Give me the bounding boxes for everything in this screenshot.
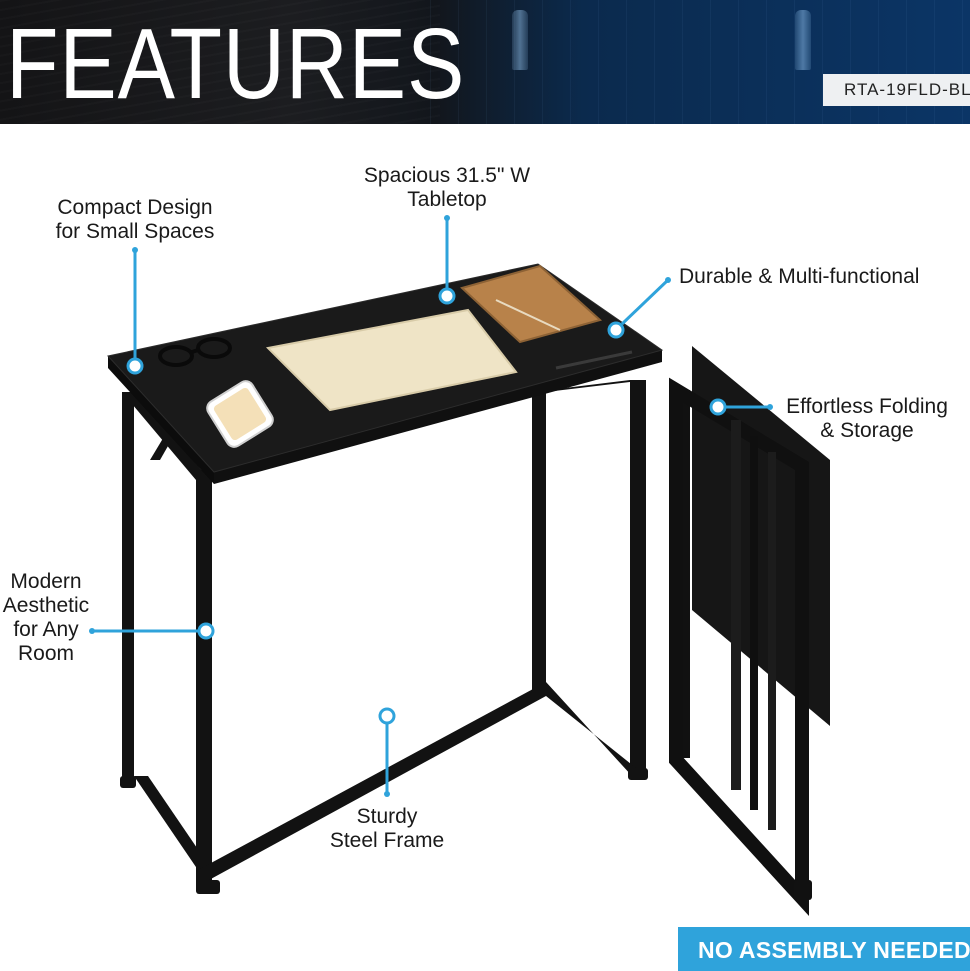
pen — [555, 350, 633, 370]
sku-badge: RTA-19FLD-BL — [823, 74, 970, 106]
marker-durable — [607, 321, 625, 339]
callout-durable: Durable & Multi-functional — [679, 265, 920, 288]
page-title: FEATURES — [6, 8, 466, 120]
callout-markers — [126, 287, 727, 725]
callout-dots — [89, 215, 773, 797]
desk-frame — [120, 380, 648, 894]
marker-frame — [378, 707, 396, 725]
wood-texture — [0, 0, 440, 124]
laptop — [265, 308, 518, 412]
callout-sturdy-frame: Sturdy Steel Frame — [329, 805, 445, 852]
callout-compact-design: Compact Design for Small Spaces — [55, 196, 215, 243]
bottle-decoration — [512, 10, 528, 70]
notebook — [460, 264, 603, 344]
callout-spacious-tabletop: Spacious 31.5" W Tabletop — [363, 164, 531, 211]
callout-lines — [92, 218, 770, 794]
callout-modern-aesthetic: Modern Aesthetic for Any Room — [2, 570, 90, 665]
callout-effortless-folding: Effortless Folding & Storage — [786, 395, 948, 442]
glasses — [158, 337, 232, 367]
bottle-decoration — [795, 10, 811, 70]
header-banner: FEATURES RTA-19FLD-BL — [0, 0, 970, 124]
marker-folding — [709, 398, 727, 416]
marker-compact — [126, 357, 144, 375]
folded-desk — [669, 346, 830, 917]
marker-tabletop — [438, 287, 456, 305]
no-assembly-banner: NO ASSEMBLY NEEDED — [678, 927, 970, 971]
phone — [206, 380, 274, 448]
marker-modern — [197, 622, 215, 640]
